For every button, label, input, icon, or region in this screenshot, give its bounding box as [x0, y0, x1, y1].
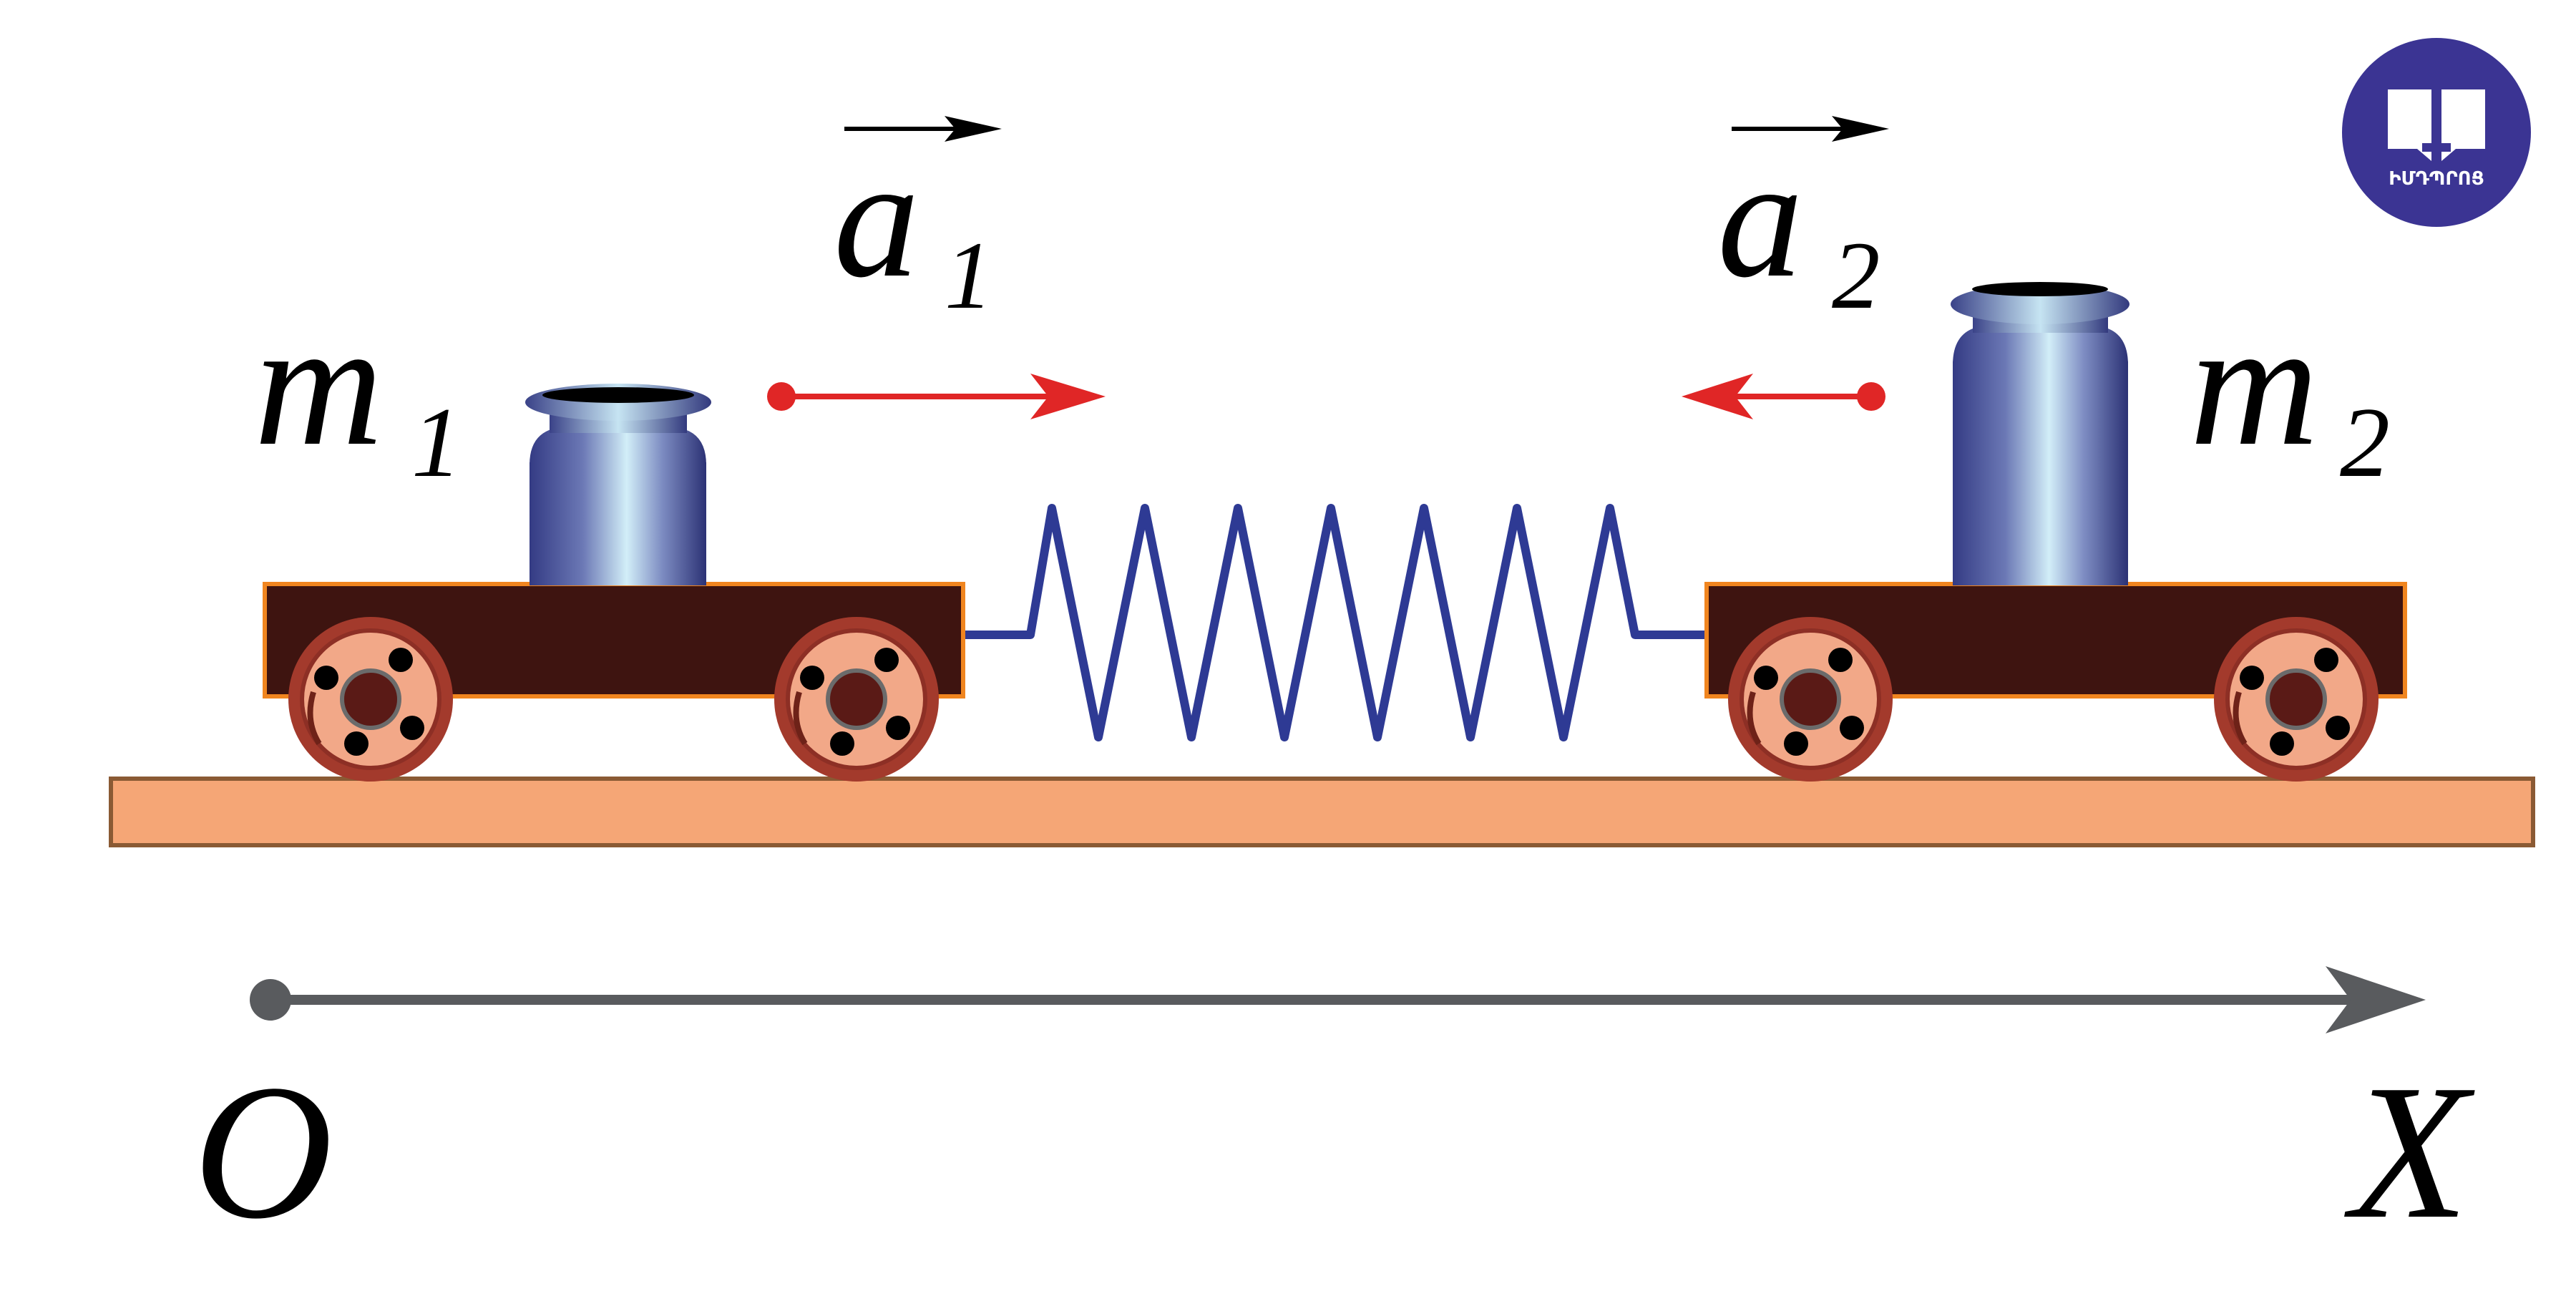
- publisher-logo: ԻՄԴՊՐՈՑ: [2342, 38, 2531, 227]
- vector-overbar-a2: [1732, 116, 1889, 142]
- acceleration-arrow-2: [1682, 374, 1885, 419]
- spring: [958, 504, 1711, 741]
- cart-left-wheel-front: [288, 617, 453, 782]
- mass1-label: m: [254, 285, 384, 483]
- mass2-subscript: 2: [2340, 387, 2390, 498]
- open-book-icon: [2388, 89, 2485, 161]
- cart-left: [263, 582, 965, 782]
- axis-label: X: [2341, 1045, 2477, 1259]
- x-axis: [250, 966, 2426, 1033]
- mass1-subscript: 1: [411, 387, 462, 498]
- cart-right-wheel-front: [1728, 617, 1893, 782]
- accel2-subscript: 2: [1832, 223, 1880, 329]
- cart-left-wheel-back: [774, 617, 939, 782]
- origin-label: O: [193, 1045, 333, 1259]
- mass2-label: m: [2190, 285, 2319, 483]
- cart-right: [1704, 582, 2407, 782]
- accel1-label: a: [834, 122, 919, 313]
- acceleration-arrow-1: [767, 374, 1106, 419]
- vector-overbar-a1: [844, 116, 1002, 142]
- cart-right-wheel-back: [2214, 617, 2379, 782]
- weight-right: [1951, 282, 2129, 585]
- logo-text: ԻՄԴՊՐՈՑ: [2389, 168, 2484, 190]
- accel1-subscript: 1: [945, 223, 993, 329]
- ground-surface: [109, 777, 2535, 847]
- accel2-label: a: [1717, 122, 1803, 313]
- weight-left: [525, 384, 711, 585]
